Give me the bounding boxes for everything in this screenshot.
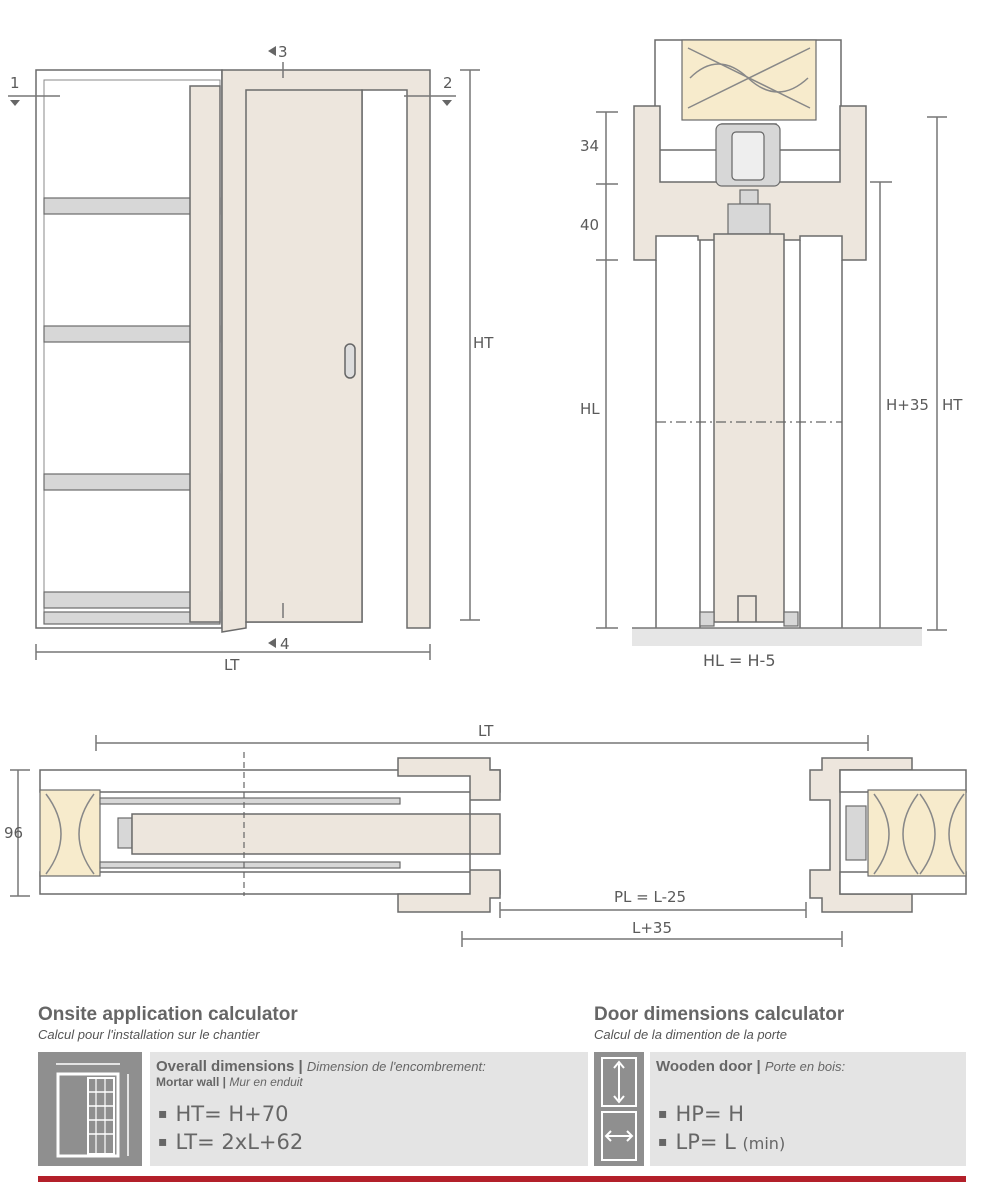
- technical-drawing: 1 2 3 4 HT LT: [4, 39, 967, 947]
- hp-formula: HP= H: [675, 1102, 745, 1126]
- door-leaf: [245, 89, 363, 623]
- vertical-section: 34 40 HL H+35 HT HL = H-5: [580, 39, 963, 670]
- overall-dimensions-box: Overall dimensions | Dimension de l'enco…: [150, 1052, 588, 1166]
- overall-heading-fr: Dimension de l'encombrement:: [306, 1059, 486, 1074]
- pl-label: PL = L-25: [614, 888, 686, 906]
- door-size-icon: [594, 1052, 644, 1166]
- lt-label: LT: [224, 656, 240, 674]
- l35-label: L+35: [632, 919, 672, 937]
- insulation: [681, 39, 817, 121]
- floor: [632, 628, 922, 646]
- accent-rule: [38, 1176, 966, 1182]
- front-elevation: 1 2 3 4 HT LT: [8, 43, 494, 674]
- ht-label: HT: [473, 334, 494, 352]
- lp-min-label: (min): [742, 1134, 786, 1153]
- h35-label: H+35: [886, 396, 929, 414]
- door-title: Door dimensions calculator: [594, 1004, 845, 1025]
- plan-door-leaf: [131, 813, 501, 855]
- onsite-subtitle: Calcul pour l'installation sur le chanti…: [38, 1027, 260, 1042]
- vertical-stile: [189, 85, 221, 623]
- plan-view: LT 96 PL = L-25 L+35: [4, 722, 967, 947]
- onsite-calculator-header: Onsite application calculator Calcul pou…: [38, 1004, 298, 1042]
- gap-left-label: 1: [10, 74, 20, 92]
- bottom-clearance-label: 4: [280, 635, 290, 653]
- plan-lt-label: LT: [478, 722, 494, 740]
- section-ht-label: HT: [942, 396, 963, 414]
- wooden-door-box: Wooden door | Porte en bois: ▪HP= H ▪LP=…: [650, 1052, 966, 1166]
- door-calculator-header: Door dimensions calculator Calcul de la …: [594, 1004, 844, 1042]
- onsite-title: Onsite application calculator: [38, 1004, 298, 1025]
- dim-34-label: 34: [580, 137, 599, 155]
- ht-formula: HT= H+70: [175, 1102, 289, 1126]
- dim-40-label: 40: [580, 216, 599, 234]
- wooden-door-heading: Wooden door |: [656, 1058, 761, 1075]
- mortar-wall-fr: Mur en enduit: [229, 1075, 303, 1089]
- hanger: [727, 203, 771, 235]
- lt-formula: LT= 2xL+62: [175, 1130, 304, 1154]
- jamb-profile-left: [397, 757, 501, 913]
- hl-label: HL: [580, 400, 600, 418]
- hl-formula-label: HL = H-5: [703, 651, 776, 670]
- overall-heading: Overall dimensions |: [156, 1058, 303, 1075]
- dim-96-label: 96: [4, 824, 23, 842]
- mortar-wall-label: Mortar wall |: [156, 1075, 227, 1089]
- frame-icon: [38, 1052, 142, 1166]
- top-clearance-label: 3: [278, 43, 288, 61]
- plan-insulation-left: [39, 789, 101, 877]
- lp-formula: LP= L: [675, 1130, 736, 1154]
- door-leaf-section: [713, 233, 785, 623]
- door-handle: [344, 343, 356, 379]
- wooden-door-heading-fr: Porte en bois:: [764, 1059, 846, 1074]
- plan-insulation-right: [867, 789, 967, 877]
- door-subtitle: Calcul de la dimention de la porte: [594, 1027, 787, 1042]
- gap-right-label: 2: [443, 74, 453, 92]
